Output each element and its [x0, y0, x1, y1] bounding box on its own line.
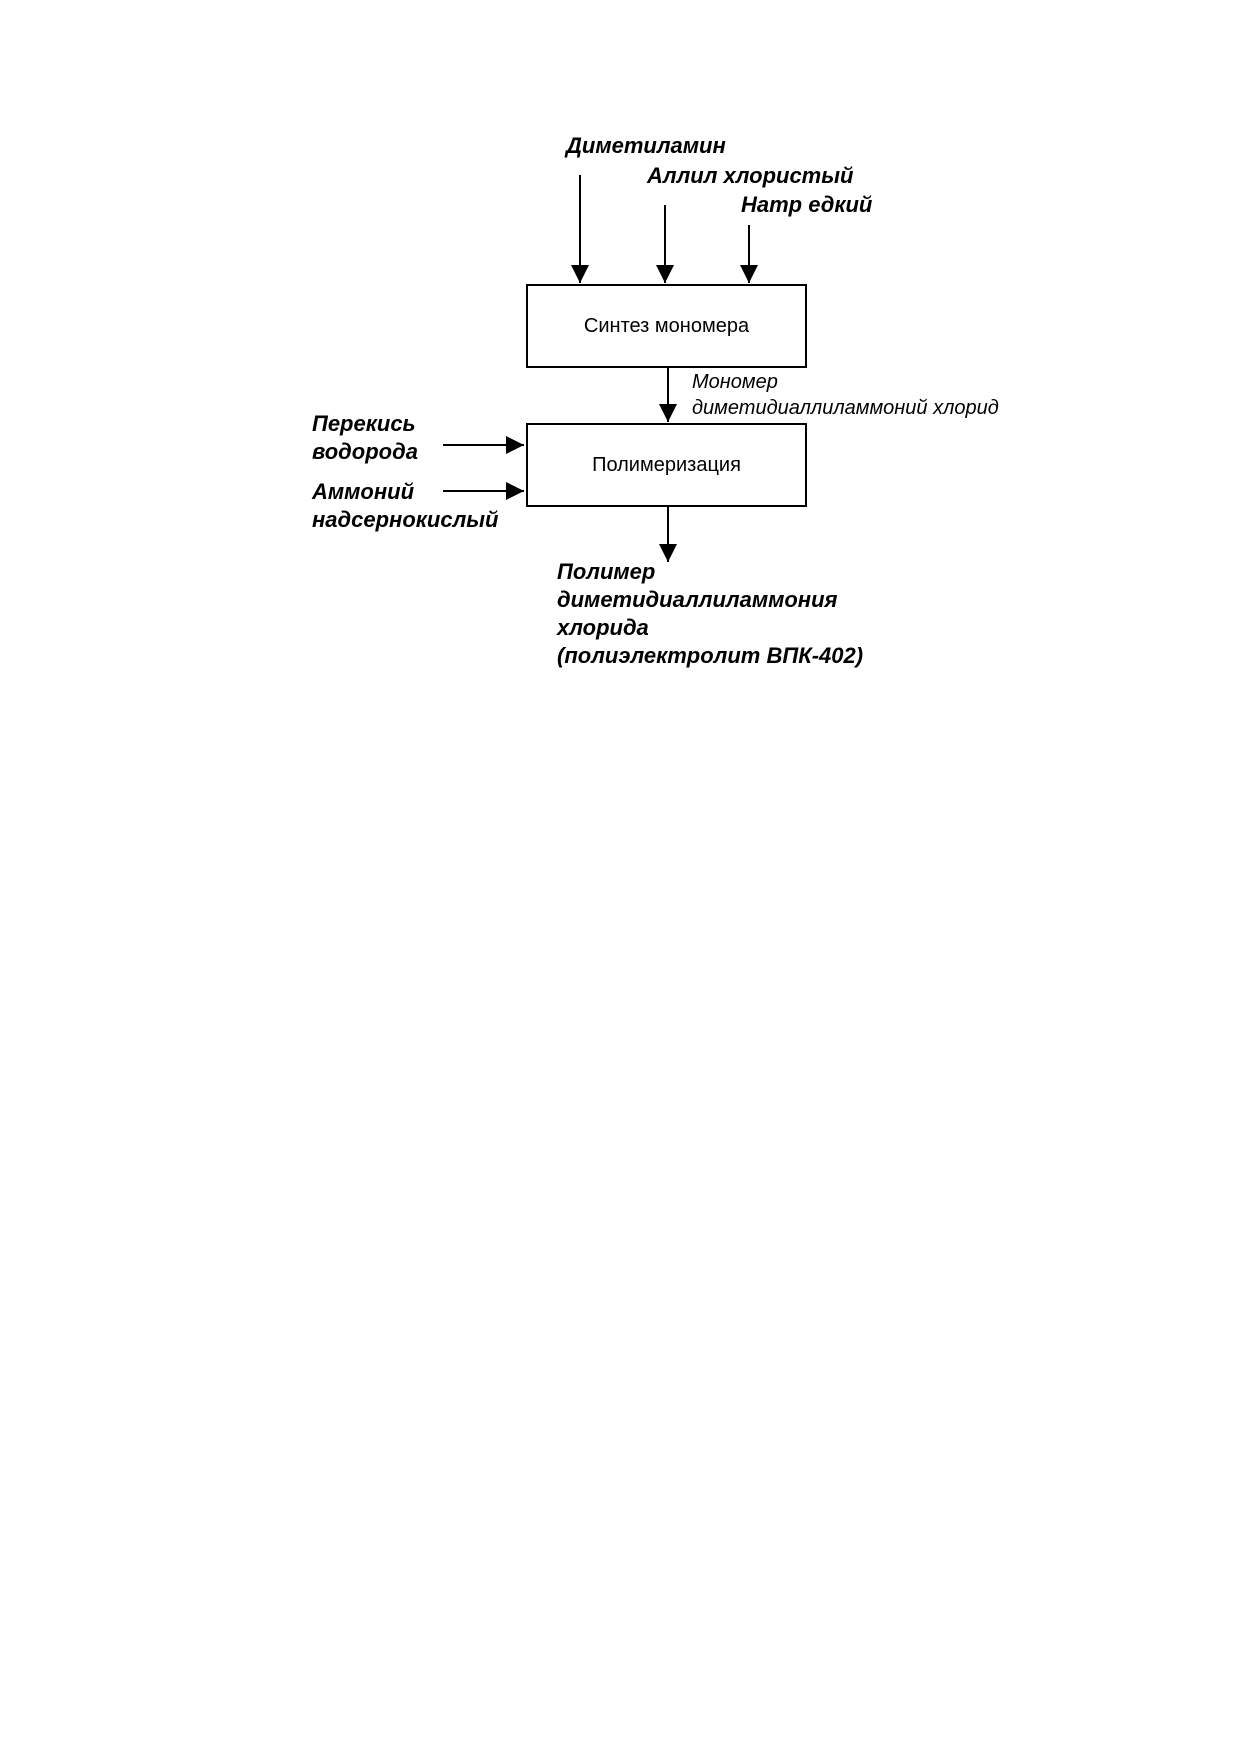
input-label-line: надсернокислый [312, 507, 499, 532]
arrowhead-hydrogen-peroxide [506, 436, 524, 454]
process-label-polymerization: Полимеризация [592, 453, 741, 476]
input-label-line: Перекись [312, 411, 416, 436]
arrowhead-sodium-hydroxide [740, 265, 758, 283]
intermediate-label: Мономер диметидиаллиламмоний хлорид [692, 369, 999, 421]
intermediate-label-line: диметидиаллиламмоний хлорид [692, 397, 999, 419]
input-label-ammonium-persulfate: Аммоний надсернокислый [312, 478, 499, 534]
arrowhead-dimethylamine [571, 265, 589, 283]
arrowhead-product [659, 544, 677, 562]
process-box-monomer-synthesis: Синтез мономера [526, 284, 807, 368]
arrowhead-monomer [659, 404, 677, 422]
input-label-line: водорода [312, 439, 418, 464]
input-label-hydrogen-peroxide: Перекись водорода [312, 410, 418, 466]
product-label-line: хлорида [557, 615, 649, 640]
product-label: Полимер диметидиаллиламмония хлорида (по… [557, 558, 863, 670]
input-label-allyl-chloride: Аллил хлористый [647, 163, 854, 188]
input-label-dimethylamine: Диметиламин [566, 133, 726, 158]
arrowhead-allyl-chloride [656, 265, 674, 283]
arrowhead-ammonium-persulfate [506, 482, 524, 500]
process-label-monomer-synthesis: Синтез мономера [583, 314, 750, 337]
input-label-sodium-hydroxide: Натр едкий [741, 192, 873, 217]
process-box-polymerization: Полимеризация [526, 423, 807, 507]
intermediate-label-line: Мономер [692, 371, 778, 393]
product-label-line: Полимер [557, 559, 656, 584]
input-label-line: Аммоний [312, 479, 415, 504]
product-label-line: диметидиаллиламмония [557, 587, 838, 612]
product-label-line: (полиэлектролит ВПК-402) [557, 643, 864, 668]
